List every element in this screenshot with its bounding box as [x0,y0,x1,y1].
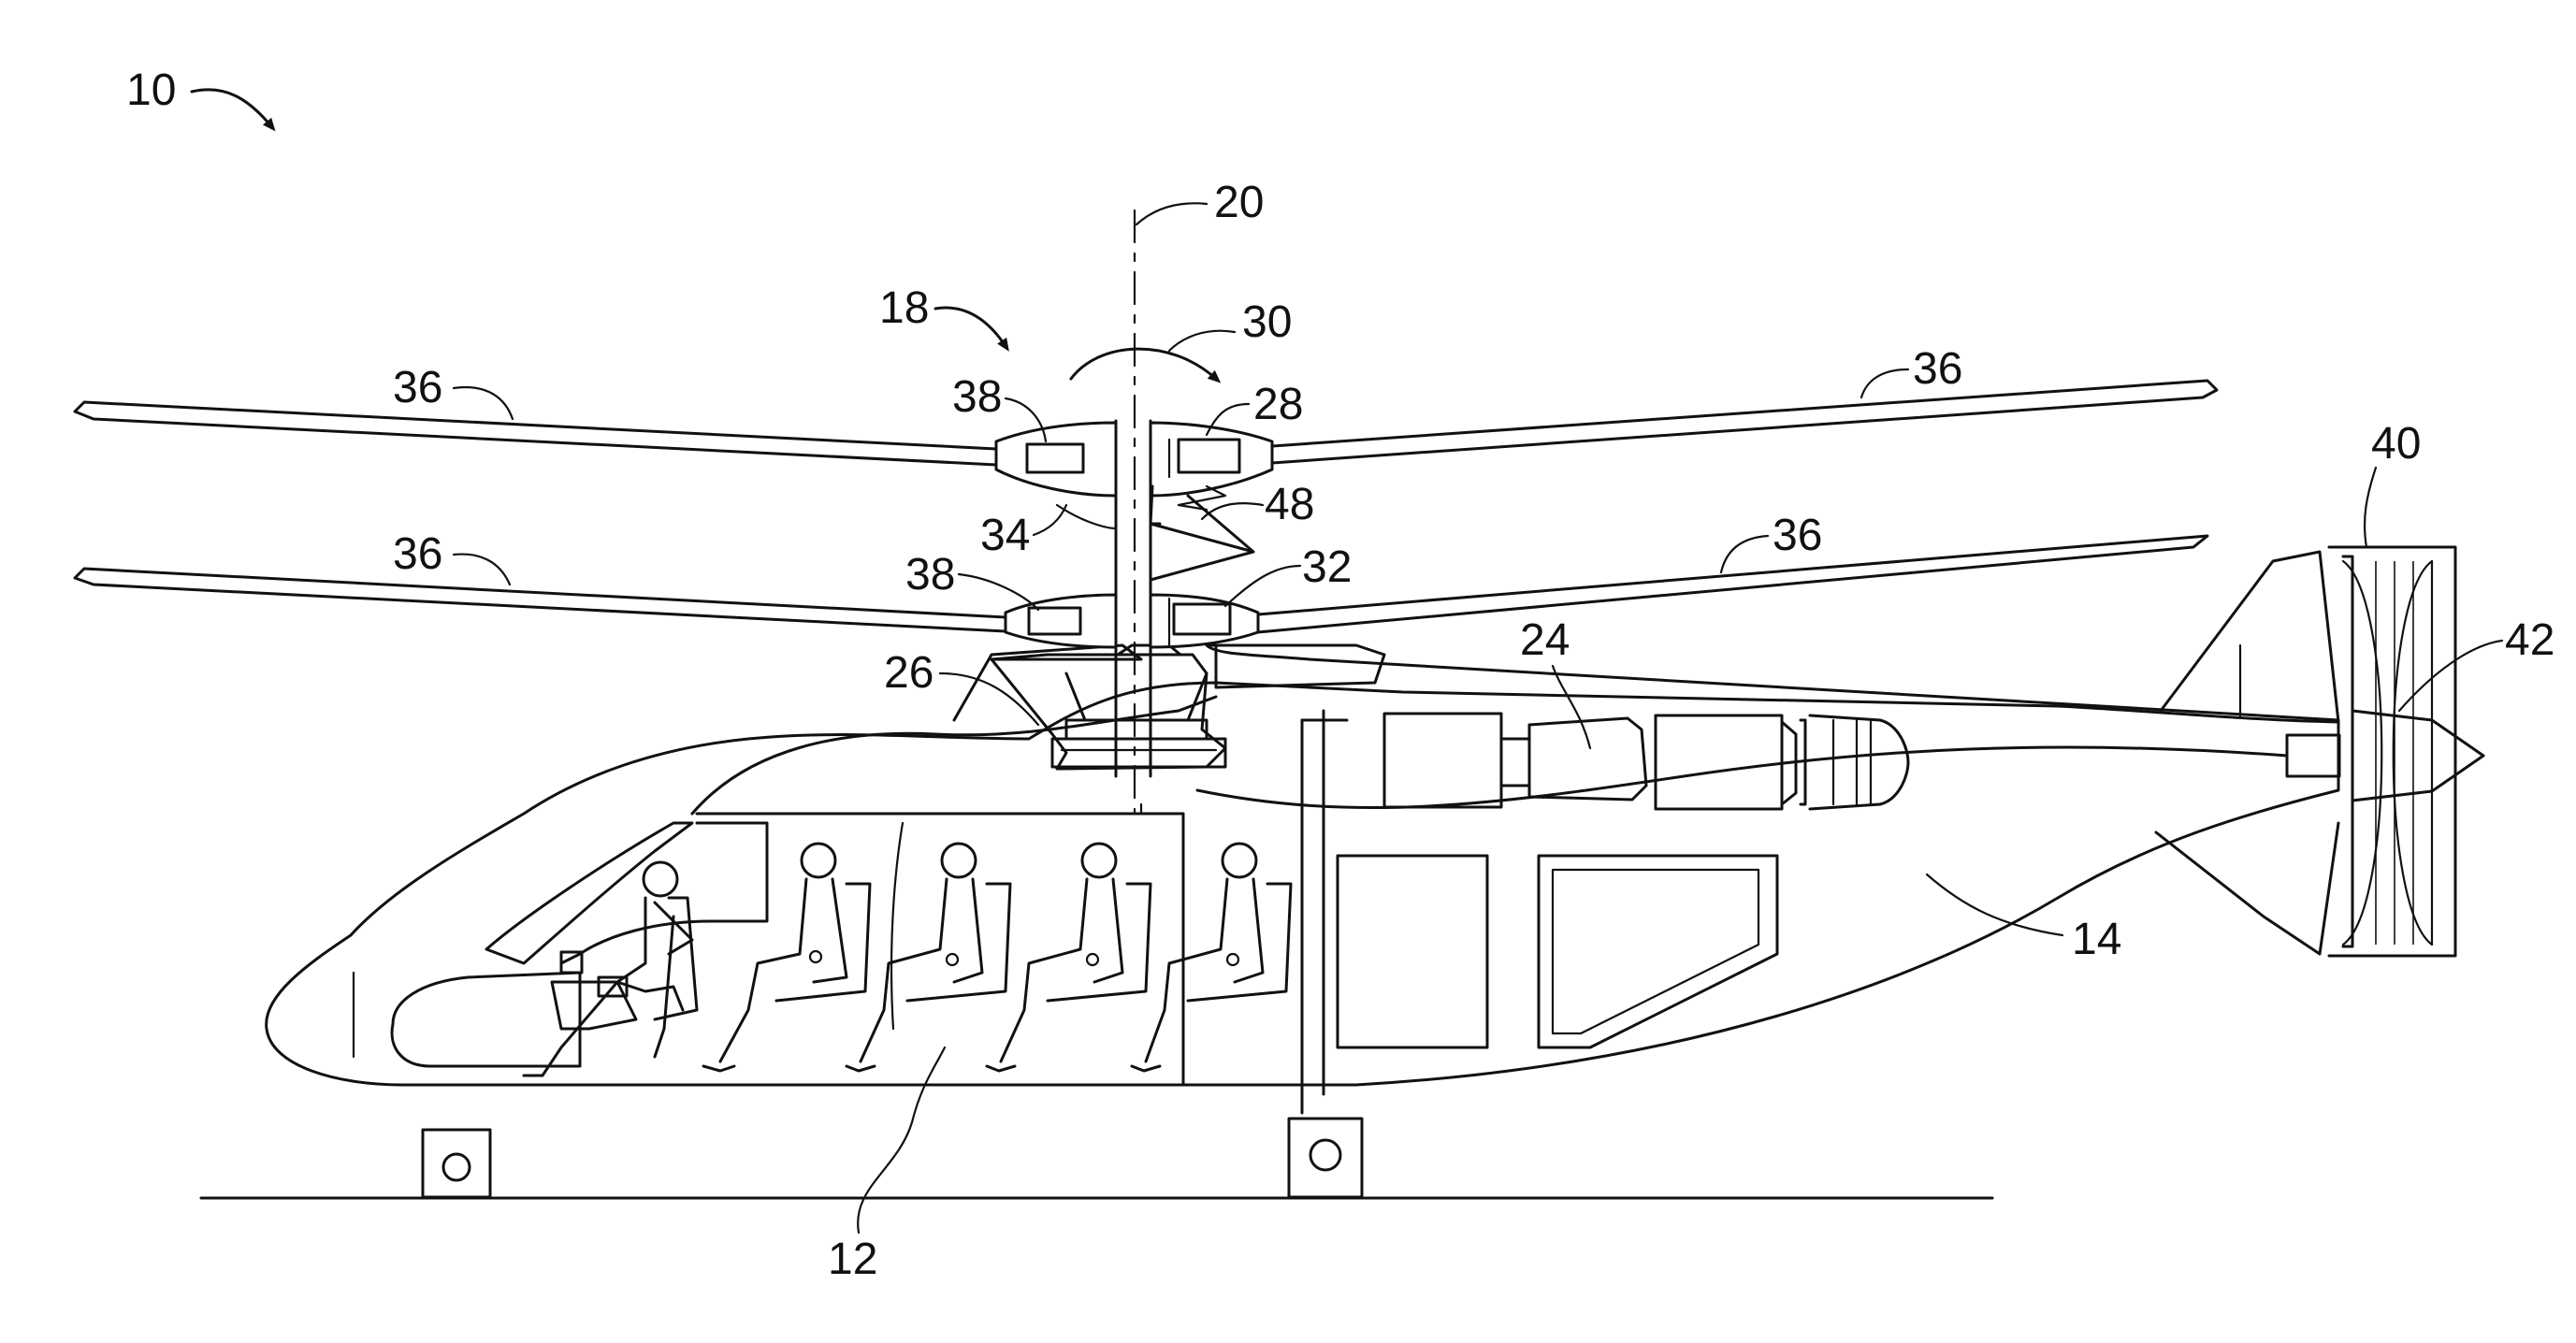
ref-label-12: 12 [828,1235,877,1284]
occupant-seat-1 [703,844,870,1071]
ref-label-38-upper: 38 [952,372,1002,422]
ref-label-20: 20 [1214,178,1264,227]
ref-label-28: 28 [1253,380,1303,429]
ref-label-14: 14 [2072,915,2121,964]
dorsal-fin [2161,552,2338,722]
occupant-seat-2 [847,844,1010,1071]
engine-section [1384,714,1908,809]
cockpit-canopy [486,823,692,963]
lower-rotor-system [1006,595,1258,647]
ref-label-10: 10 [126,65,176,115]
upper-rotor-blade-left [75,402,996,465]
ref-label-42: 42 [2505,615,2554,665]
lower-rotor-blade-left [75,569,1006,631]
rotor-shaft [1116,421,1151,776]
ref-label-36-lower-right: 36 [1773,511,1822,560]
ref-label-40: 40 [2371,419,2421,469]
ref-label-30: 30 [1242,297,1292,347]
ref-label-36-upper-right: 36 [1913,344,1962,394]
ref-label-38-lower: 38 [905,550,955,599]
ref-label-36-upper-left: 36 [393,363,442,412]
tail-propeller-housing [2287,547,2483,956]
upper-rotor-blade-right [1272,381,2217,463]
cabin-window-1 [1338,856,1487,1047]
engine-cowling [692,697,1216,814]
ref-label-48: 48 [1265,480,1314,529]
occupant-seat-3 [987,844,1151,1071]
ref-label-24: 24 [1520,615,1570,665]
ground-jack-rear [1289,1119,1362,1197]
ref-label-26: 26 [884,648,933,698]
ventral-fin [2156,823,2338,954]
ground-jack-front [423,1130,490,1197]
occupant-pilot [524,862,697,1076]
cabin-window-2 [1539,856,1777,1047]
ref-label-36-lower-left: 36 [393,529,442,579]
ref-label-18: 18 [879,283,929,333]
ref-label-34: 34 [980,511,1030,560]
ref-label-32: 32 [1302,542,1352,592]
occupant-seat-4 [1132,844,1291,1071]
